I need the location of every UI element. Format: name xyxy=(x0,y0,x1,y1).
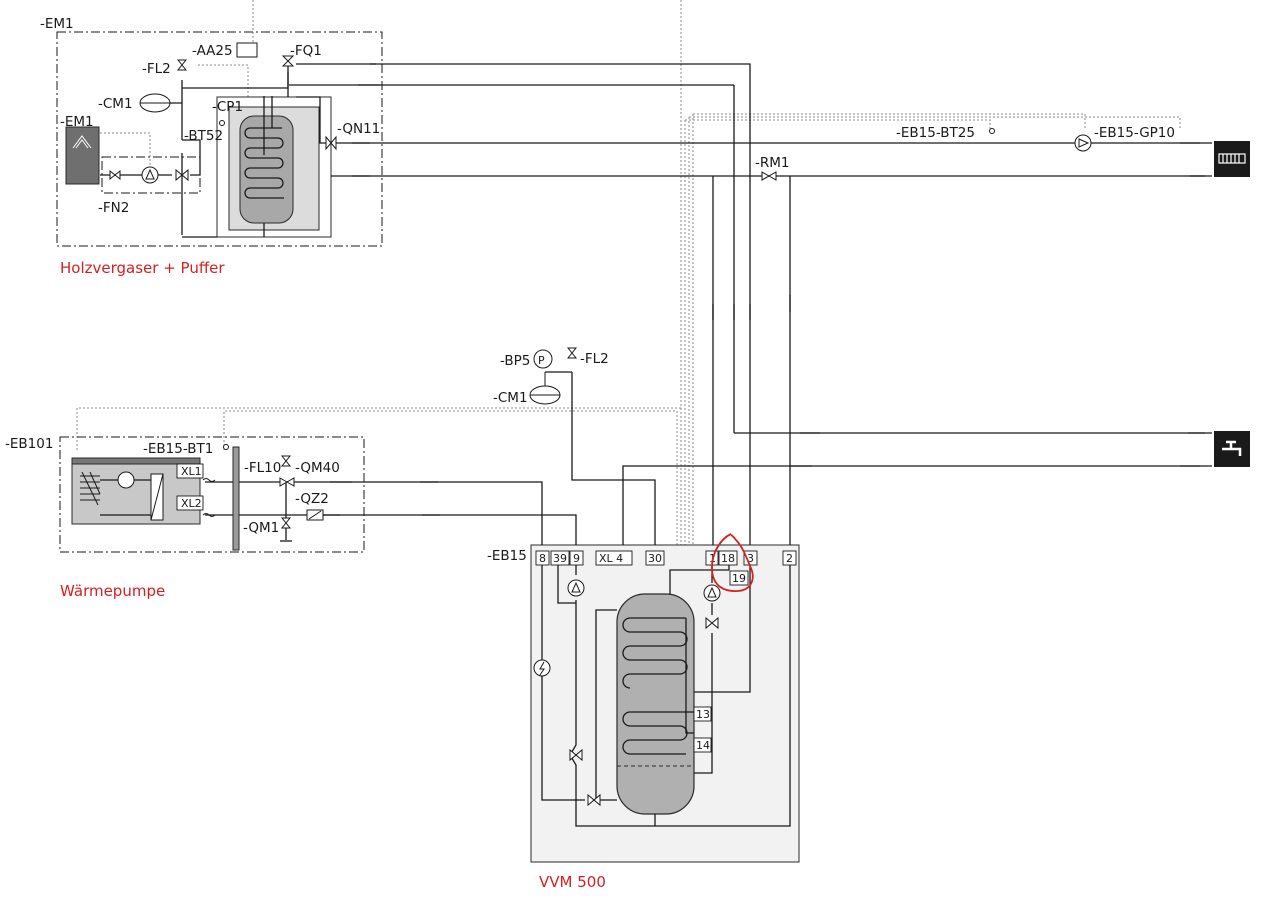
pump-icon xyxy=(703,584,721,602)
svg-text:3: 3 xyxy=(747,552,754,565)
eb101-boundary xyxy=(59,436,365,553)
valve-icon xyxy=(279,477,295,487)
terminal-19: 19 xyxy=(729,570,749,586)
immersion-heater-icon xyxy=(533,659,551,677)
connection-xl1: XL1 xyxy=(176,463,204,479)
label-fl2-mid: -FL2 xyxy=(580,351,609,367)
sensor-bt1 xyxy=(223,444,229,450)
valve-icon xyxy=(566,347,578,359)
terminal-13: 13 xyxy=(693,706,712,722)
svg-text:XL1: XL1 xyxy=(181,465,202,478)
label-eb15-bt25: -EB15-BT25 xyxy=(896,125,975,141)
valve-icon xyxy=(176,59,188,71)
svg-text:P: P xyxy=(538,354,545,367)
svg-text:13: 13 xyxy=(696,708,710,721)
label-em1-unit: -EM1 xyxy=(60,114,94,130)
label-eb15: -EB15 xyxy=(487,548,527,564)
terminal-8: 8 xyxy=(535,550,550,566)
valve-icon xyxy=(280,517,292,529)
connection-xl2: XL2 xyxy=(176,495,204,511)
terminal-18: 18 xyxy=(718,550,738,566)
section-title-wood-gasifier: Holzvergaser + Puffer xyxy=(60,259,225,277)
terminal-39: 39 xyxy=(550,550,570,566)
expansion-vessel-icon xyxy=(529,372,561,405)
label-fl2-top: -FL2 xyxy=(142,61,171,77)
pump-icon xyxy=(1074,134,1092,152)
label-qz2: -QZ2 xyxy=(295,491,329,507)
valve-icon xyxy=(325,135,337,151)
valve-icon xyxy=(587,793,601,807)
valve-icon xyxy=(281,55,295,67)
wood-gasifier-unit xyxy=(65,126,100,185)
section-title-vvm500: VVM 500 xyxy=(539,873,606,891)
terminal-9: 9 xyxy=(569,550,584,566)
valve-icon xyxy=(569,748,583,762)
label-qm40: -QM40 xyxy=(295,460,340,476)
svg-text:39: 39 xyxy=(553,552,567,565)
aa25-box xyxy=(236,42,258,58)
section-title-heat-pump: Wärmepumpe xyxy=(60,582,165,600)
label-cp1: -CP1 xyxy=(212,99,243,115)
label-qn11: -QN11 xyxy=(337,121,380,137)
svg-text:9: 9 xyxy=(573,552,580,565)
label-cm1-mid: -CM1 xyxy=(493,390,528,406)
pump-icon xyxy=(567,579,585,597)
upper-coil xyxy=(622,617,688,689)
label-fl10: -FL10 xyxy=(244,460,281,476)
label-cm1-top: -CM1 xyxy=(98,96,133,112)
label-eb101: -EB101 xyxy=(5,436,53,452)
radiator-icon xyxy=(1214,141,1250,177)
em1-boundary xyxy=(56,31,383,247)
pressure-sensor-icon: P xyxy=(533,349,553,369)
terminal-14: 14 xyxy=(693,737,712,753)
valve-icon xyxy=(109,169,121,181)
label-rm1: -RM1 xyxy=(755,155,790,171)
vvm500-tank xyxy=(616,593,695,815)
svg-text:14: 14 xyxy=(696,739,710,752)
expansion-vessel-icon xyxy=(139,93,171,113)
svg-text:2: 2 xyxy=(786,552,793,565)
label-eb15-bt1: -EB15-BT1 xyxy=(143,441,213,457)
heater-icon xyxy=(72,135,92,149)
label-aa25: -AA25 xyxy=(192,43,233,59)
label-bp5: -BP5 xyxy=(500,353,530,369)
valve-icon xyxy=(705,616,719,630)
valve-icon xyxy=(175,168,189,182)
valve-icon xyxy=(761,171,777,181)
label-em1-box: -EM1 xyxy=(40,16,74,32)
sensor-bt25 xyxy=(989,128,995,134)
sensor-bt52 xyxy=(219,120,225,126)
terminal-2: 2 xyxy=(782,550,797,566)
hot-water-tap-icon xyxy=(1214,431,1250,467)
svg-text:18: 18 xyxy=(721,552,735,565)
label-fn2: -FN2 xyxy=(98,200,129,216)
svg-text:30: 30 xyxy=(648,552,662,565)
red-annotation-circle xyxy=(711,533,754,592)
pump-icon xyxy=(141,166,159,184)
control-lines xyxy=(76,0,1181,545)
valve-icon xyxy=(280,455,292,467)
terminal-30: 30 xyxy=(645,550,665,566)
svg-text:XL 4: XL 4 xyxy=(599,552,623,565)
svg-text:XL2: XL2 xyxy=(181,497,202,510)
svg-text:8: 8 xyxy=(539,552,546,565)
buffer-coil xyxy=(244,127,284,199)
buffer-tank xyxy=(239,115,294,224)
label-eb15-gp10: -EB15-GP10 xyxy=(1094,125,1175,141)
svg-text:19: 19 xyxy=(732,572,746,585)
label-qm1: -QM1 xyxy=(243,520,279,536)
label-fq1: -FQ1 xyxy=(290,43,322,59)
terminal-xl4: XL 4 xyxy=(595,550,633,566)
label-bt52: -BT52 xyxy=(184,128,223,144)
